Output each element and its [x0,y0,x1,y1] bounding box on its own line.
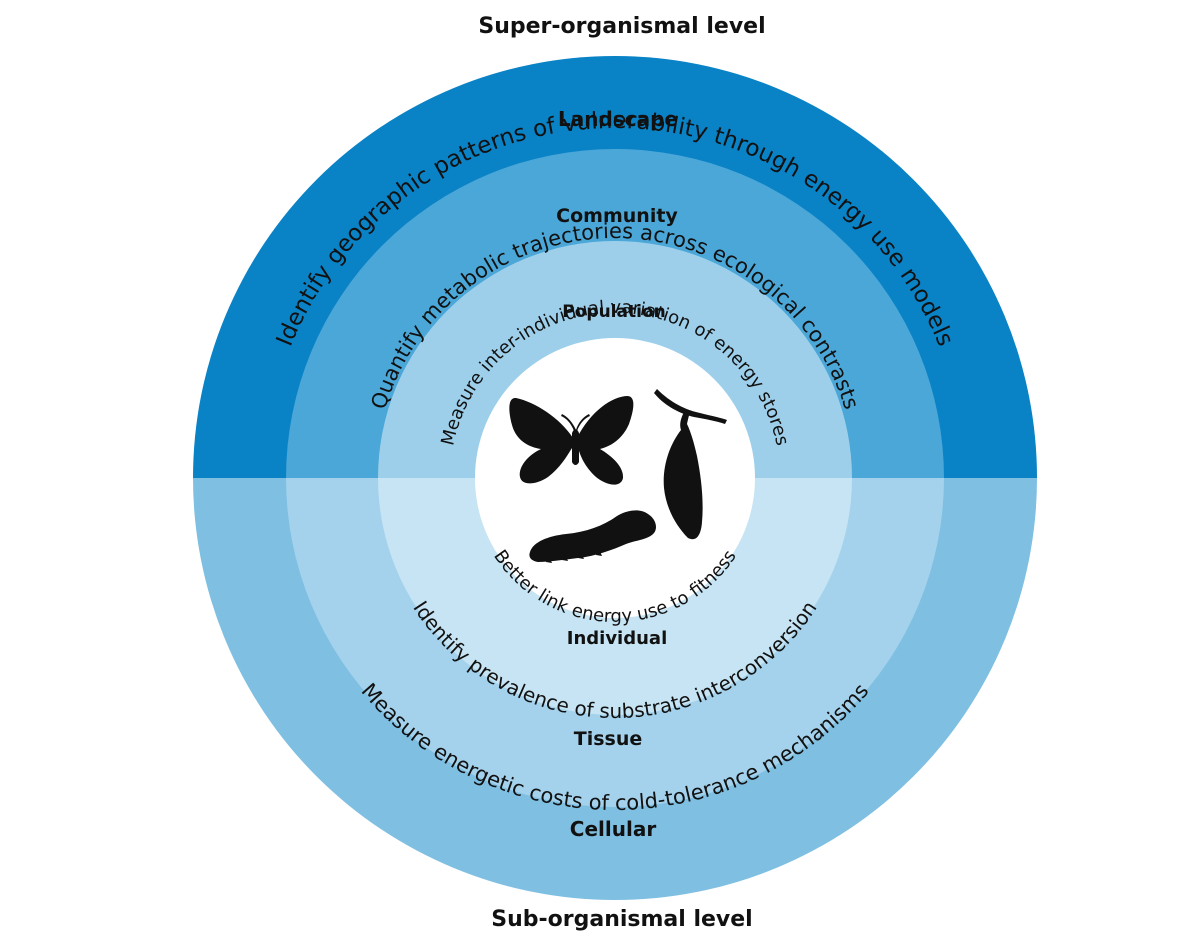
individual-label: Individual [567,628,668,649]
super-organismal-heading: Super-organismal level [478,14,765,39]
caterpillar-icon [529,510,656,563]
tissue-label: Tissue [574,728,643,750]
community-label: Community [556,205,678,227]
population-label: Population [562,302,665,322]
sub-organismal-heading: Sub-organismal level [491,907,752,932]
landscape-label: Landscape [558,107,678,131]
cellular-label: Cellular [570,817,657,841]
butterfly-icon [509,396,634,485]
chrysalis-icon [654,389,727,540]
